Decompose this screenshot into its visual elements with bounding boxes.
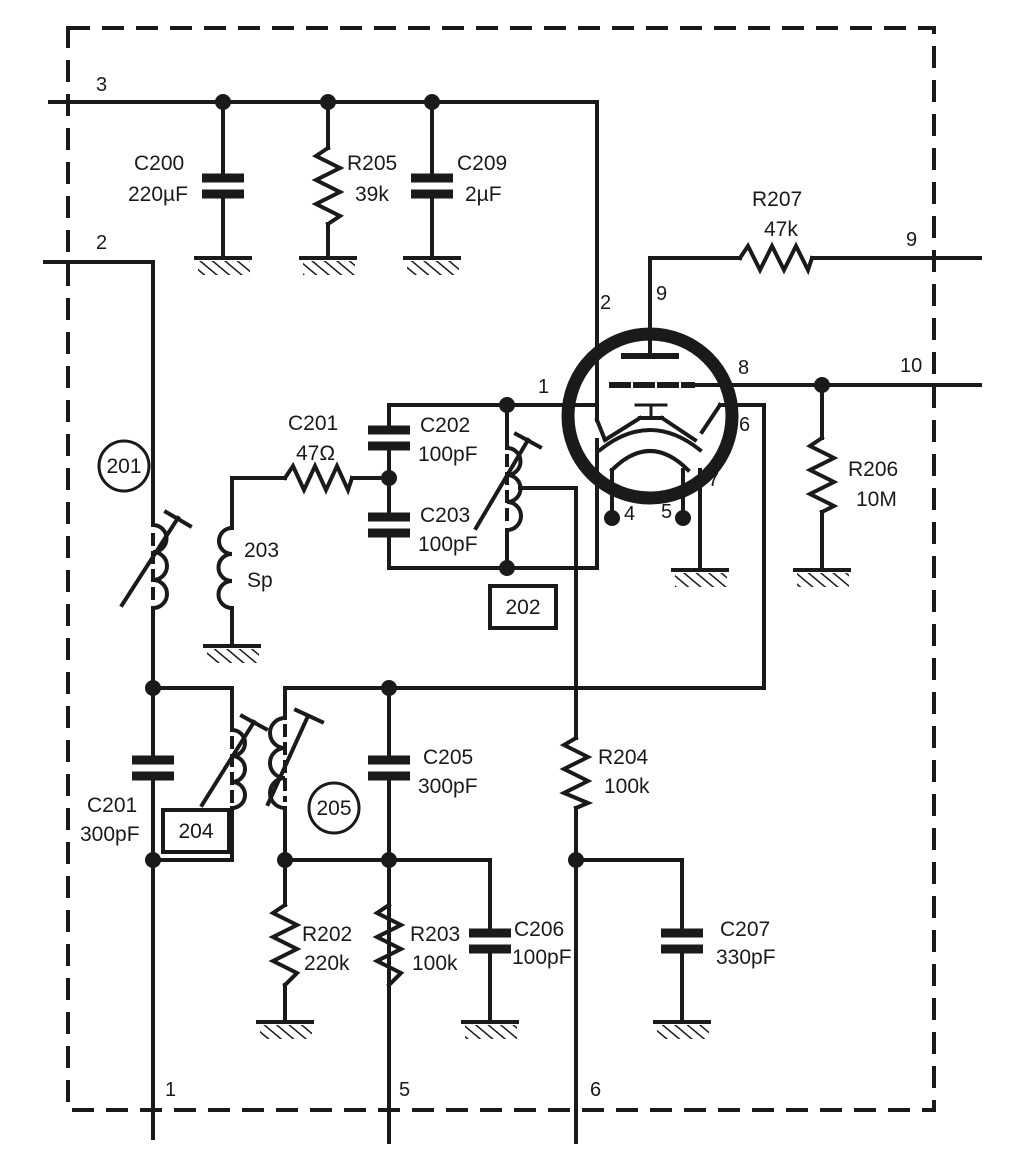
marker-204: 204 [161,808,231,854]
marker-202: 202 [488,584,558,630]
r206-ref: R206 [848,458,898,481]
r205-value: 39k [355,183,389,206]
capacitor-c203 [368,512,410,538]
coil-201 [119,509,193,611]
coil-204 [199,713,269,811]
module-enclosure [66,26,936,1112]
tube-pin-9: 9 [656,283,667,305]
resistor-r206 [805,435,839,515]
r204-value: 100k [604,775,650,798]
c205-ref: C205 [423,746,473,769]
c202-ref: C202 [420,414,470,437]
capacitor-c200 [202,173,244,199]
tube-pin-5: 5 [661,501,672,523]
c203-value: 100pF [418,533,478,556]
coil-202 [473,431,543,533]
c209-value: 2µF [465,183,502,206]
tube-pin-2: 2 [600,292,611,314]
coil-203 [216,525,235,611]
c200-ref: C200 [134,152,184,175]
terminal-1-label: 1 [165,1079,176,1101]
coil-205 [265,707,325,811]
r202-ref: R202 [302,923,352,946]
c201-ref: C201 [87,794,137,817]
l203-value: Sp [247,569,273,592]
marker-205: 205 [307,781,361,835]
c209-ref: C209 [457,152,507,175]
capacitor-c207 [661,928,703,954]
capacitor-c209 [411,173,453,199]
svg-text:204: 204 [178,820,213,843]
resistor-r205 [311,145,345,227]
capacitor-c201 [132,755,174,781]
c202-value: 100pF [418,443,478,466]
r201-ref: C201 [288,412,338,435]
junction-dots [145,94,830,868]
c200-value: 220µF [128,183,188,206]
svg-text:205: 205 [316,797,351,820]
capacitor-c206 [469,928,511,954]
r207-value: 47k [764,218,798,241]
c205-value: 300pF [418,775,478,798]
l203-ref: 203 [244,539,279,562]
terminal-5-label: 5 [399,1079,410,1101]
c203-ref: C203 [420,504,470,527]
svg-text:202: 202 [505,596,540,619]
c207-ref: C207 [720,918,770,941]
capacitor-c205 [368,755,410,781]
terminal-10-label: 10 [900,355,922,377]
c207-value: 330pF [716,946,776,969]
tube-pin-4: 4 [624,503,635,525]
r201-value: 47Ω [296,442,335,465]
terminal-6-label: 6 [590,1079,601,1101]
c201-value: 300pF [80,823,140,846]
terminal-3-label: 3 [96,74,107,96]
svg-text:201: 201 [106,455,141,478]
resistor-r207 [737,241,815,276]
r206-value: 10M [856,488,897,511]
r204-ref: R204 [598,746,649,769]
resistor-r203 [372,902,406,988]
tube-pin-1: 1 [538,376,549,398]
terminal-9-label: 9 [906,229,917,251]
r202-value: 220k [304,952,350,975]
tube-pin-7: 7 [708,469,719,491]
terminal-2-label: 2 [96,232,107,254]
marker-201: 201 [97,439,151,493]
resistor-r201 [282,461,355,496]
c206-value: 100pF [512,946,572,969]
tube-pin-8: 8 [738,357,749,379]
vacuum-tube [561,327,739,505]
r203-ref: R203 [410,923,460,946]
capacitor-c202 [368,425,410,451]
ground-symbols [194,256,851,1039]
resistor-r204 [559,735,594,811]
r205-ref: R205 [347,152,397,175]
c206-ref: C206 [514,918,564,941]
r207-ref: R207 [752,188,802,211]
resistor-r202 [268,902,302,988]
tube-pin-6: 6 [739,414,750,436]
r203-value: 100k [412,952,458,975]
